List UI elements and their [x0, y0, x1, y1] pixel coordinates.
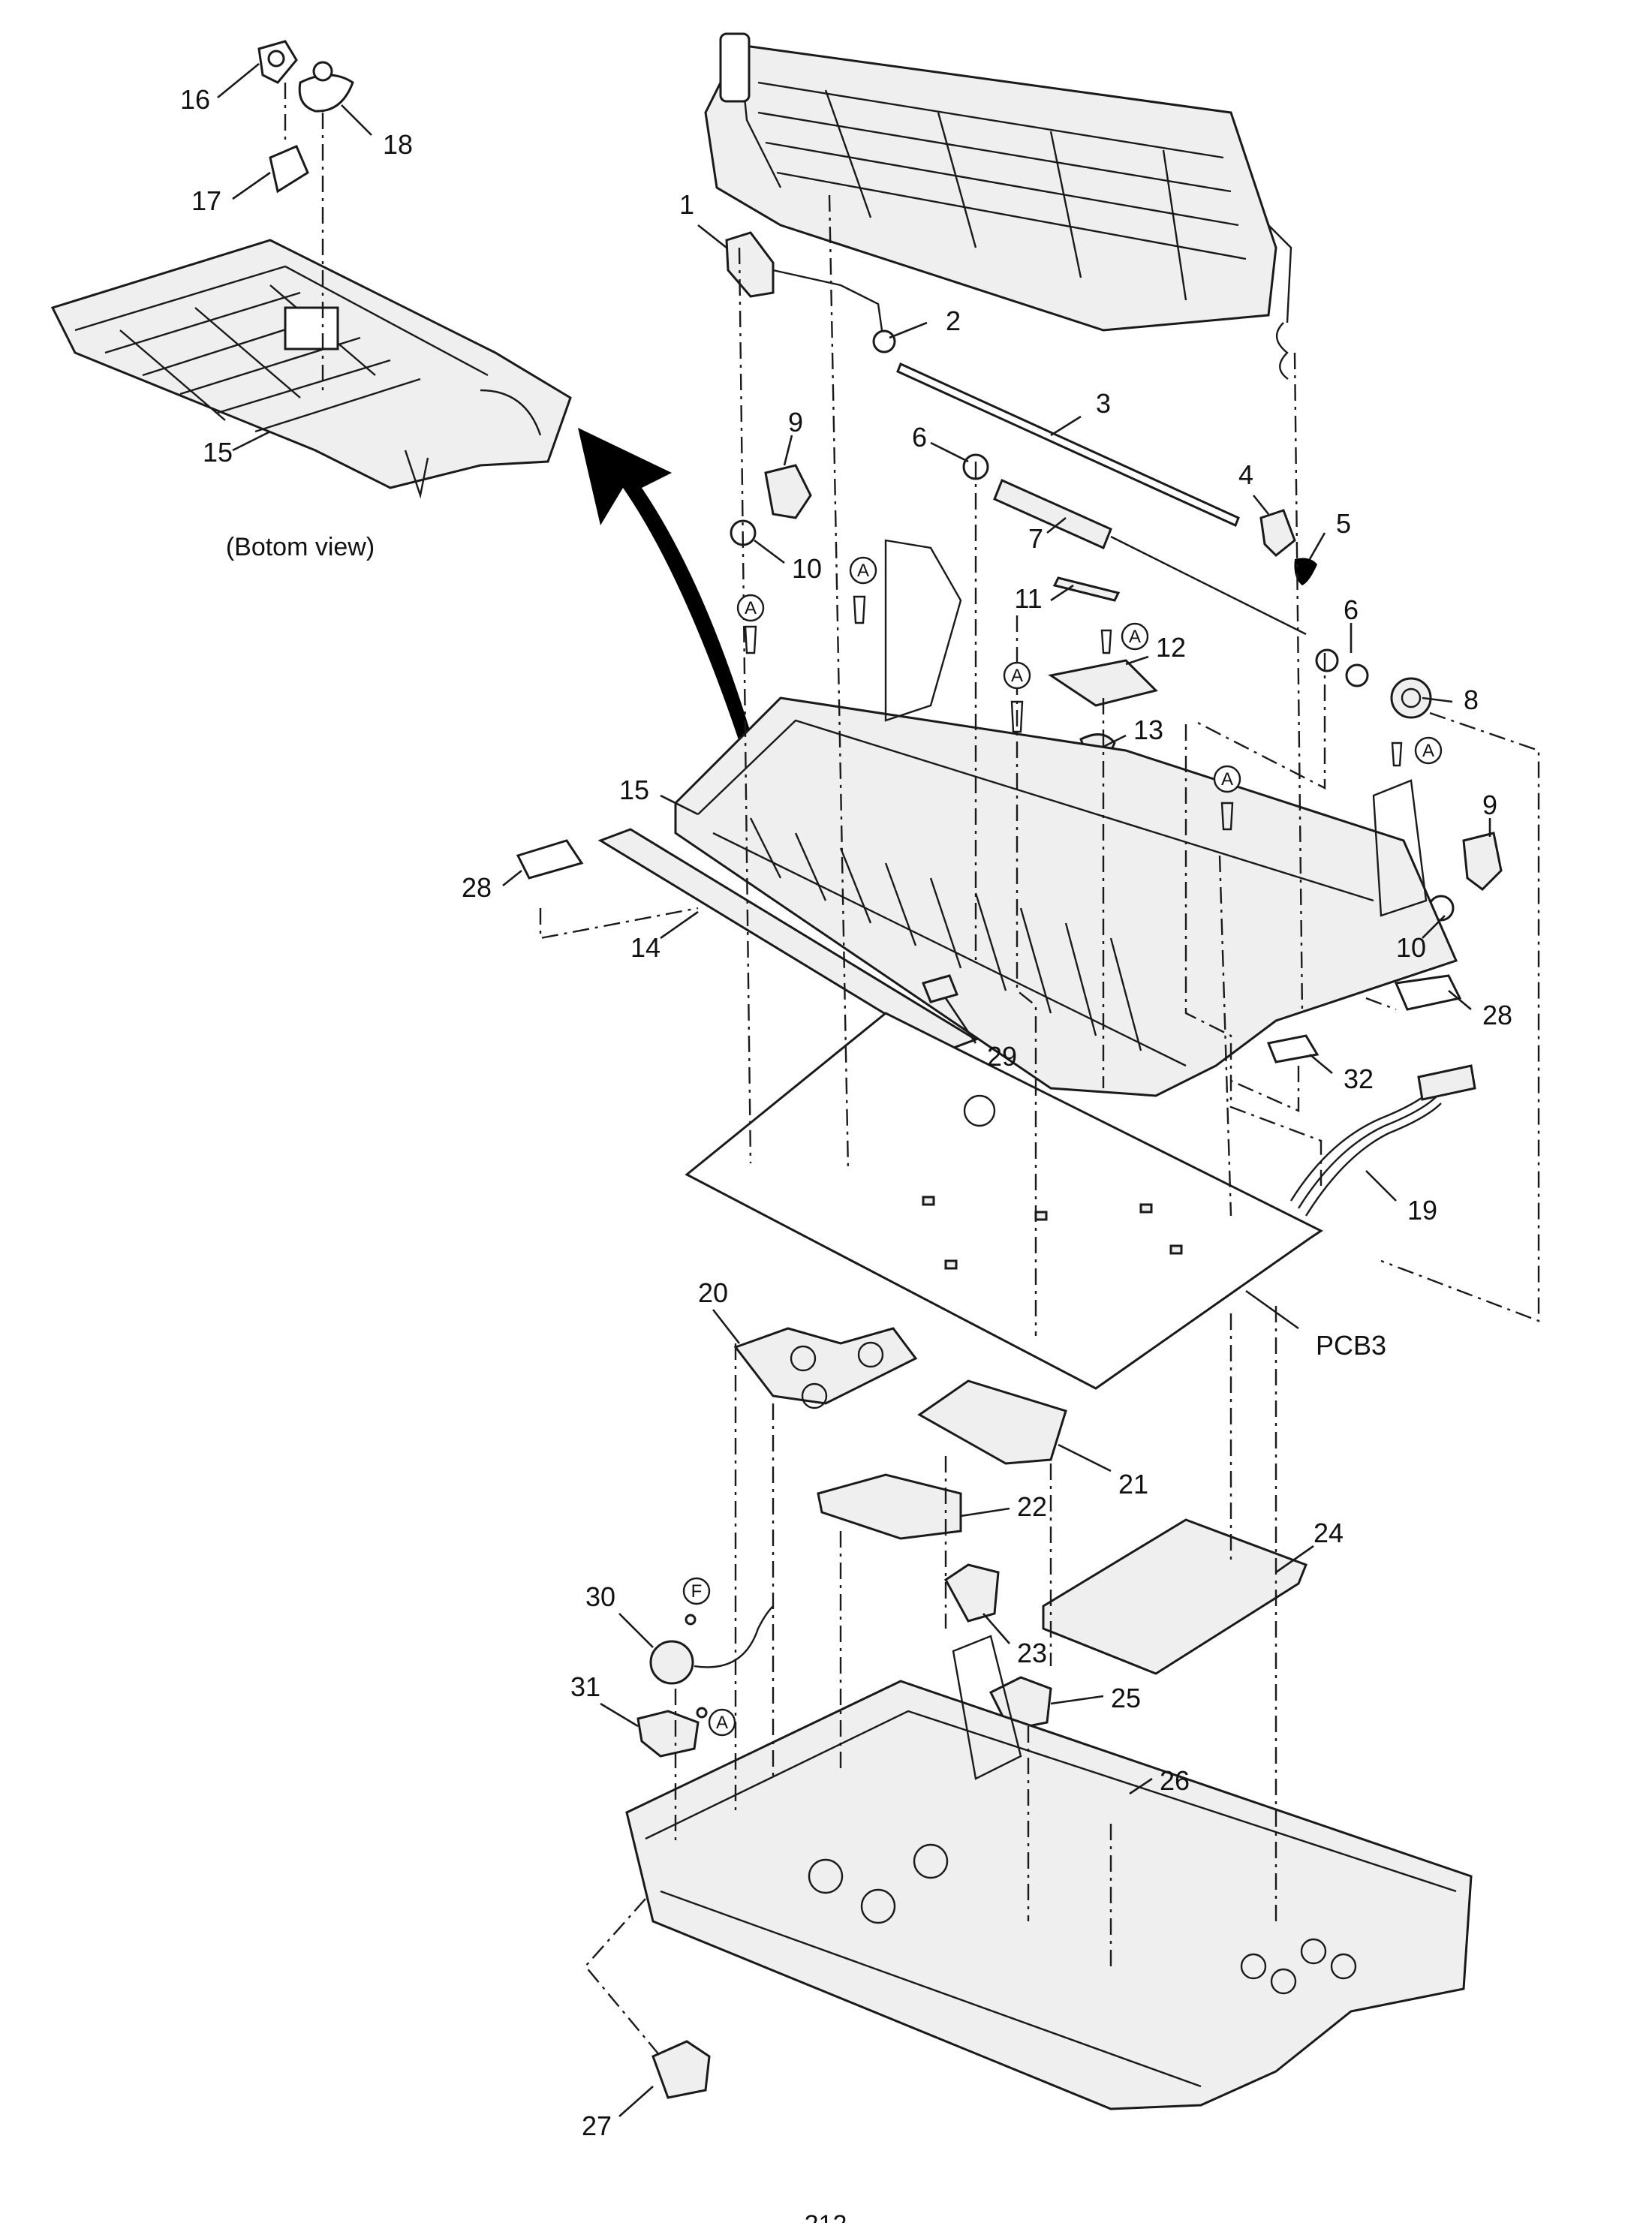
- callout-label: 25: [1111, 1683, 1141, 1713]
- callout-label: 20: [698, 1277, 728, 1308]
- callout-label: 7: [1028, 523, 1043, 554]
- callout-label: 28: [1482, 1000, 1512, 1030]
- part-9-holder-left: [764, 464, 812, 519]
- part-28-label-right: [1394, 974, 1462, 1011]
- part-27-block: [651, 2040, 711, 2099]
- fastener-mark: F: [682, 1577, 711, 1626]
- part-24-tray: [1042, 1518, 1307, 1675]
- fastener-mark: A: [1213, 765, 1241, 831]
- fastener-symbol: A: [1011, 666, 1023, 686]
- part-5-cap: [1294, 558, 1317, 585]
- fastener-mark: A: [849, 556, 877, 624]
- part-22-block: [817, 1473, 962, 1540]
- callout-label: 1: [679, 189, 694, 220]
- callout-label: 15: [203, 437, 233, 468]
- fastener-symbol: F: [691, 1581, 703, 1602]
- part-2-ring: [872, 329, 896, 353]
- base-tray: [625, 1635, 1473, 2110]
- part-32-label: [1266, 1034, 1319, 1063]
- fastener-marks: A A A A A A A: [682, 556, 1443, 1737]
- part-3-shaft: [896, 362, 1240, 528]
- fastener-symbol: A: [745, 598, 757, 618]
- callout-label: 12: [1156, 632, 1186, 663]
- part-29-clip: [921, 974, 959, 1003]
- callout-label: 8: [1464, 684, 1479, 715]
- callout-leaders: [217, 62, 1491, 2117]
- bottom-view-caption: (Botom view): [226, 533, 375, 561]
- part-9-holder-right: [1462, 832, 1503, 891]
- part-23-block: [944, 1563, 1000, 1623]
- fastener-mark: A: [696, 1707, 736, 1737]
- callout-label: 23: [1017, 1638, 1047, 1668]
- callout-label: 6: [1344, 594, 1359, 625]
- callout-label: 27: [582, 2110, 612, 2141]
- callout-label: 5: [1336, 508, 1351, 539]
- fastener-symbol: A: [1129, 627, 1141, 647]
- callout-label: 21: [1118, 1469, 1148, 1500]
- assembly-guide-lines: [284, 83, 1540, 2057]
- callout-label: 28: [462, 872, 492, 903]
- callout-label: 17: [191, 185, 221, 216]
- part-8-gear: [1390, 677, 1432, 719]
- upper-unit-assembly: [704, 32, 1292, 380]
- callout-label: 10: [1396, 932, 1426, 963]
- part-19-cable: [1289, 1064, 1476, 1217]
- fastener-symbol: A: [1221, 769, 1233, 790]
- cam-parts-16-17-18: [257, 40, 354, 194]
- fastener-symbol: A: [857, 561, 869, 581]
- part-31-motor: [636, 1710, 700, 1758]
- fastener-mark: A: [1100, 622, 1149, 654]
- callout-label: 15: [619, 775, 649, 805]
- fastener-symbol: A: [716, 1713, 728, 1733]
- part-14-strip: [597, 828, 979, 1052]
- part-12-arm: [1048, 659, 1158, 707]
- part-7-roller: [993, 478, 1112, 550]
- callout-label: 14: [630, 932, 660, 963]
- fastener-mark: A: [736, 594, 765, 654]
- part-28-label-left: [516, 839, 584, 880]
- callout-label: 16: [180, 84, 210, 115]
- callout-labels: 1 2 3 4 5 6 6 7 8 9 9 10 10 11 12 13 14 …: [180, 84, 1512, 2141]
- callout-label: 24: [1313, 1518, 1344, 1548]
- callout-label: 31: [570, 1671, 600, 1702]
- callout-label: 6: [912, 422, 927, 453]
- callout-label: 2: [946, 305, 961, 336]
- callout-label: 13: [1133, 714, 1163, 745]
- callout-label: 9: [1482, 790, 1497, 820]
- callout-label: 26: [1160, 1765, 1190, 1796]
- callout-label: PCB3: [1316, 1330, 1386, 1361]
- part-11-spring: [1052, 576, 1121, 602]
- page-number: 212: [805, 2210, 847, 2223]
- fastener-mark: A: [1391, 736, 1443, 767]
- pcb3-board: [685, 1012, 1323, 1390]
- tray-bottom-view: [50, 239, 572, 499]
- callout-label: 29: [987, 1041, 1017, 1072]
- callout-label: 18: [383, 129, 413, 160]
- callout-label: 22: [1017, 1491, 1047, 1522]
- callout-label: 3: [1096, 388, 1111, 419]
- part-2-link: [772, 269, 883, 331]
- callout-label: 30: [585, 1581, 615, 1612]
- part-1-bracket: [725, 231, 775, 298]
- callout-label: 32: [1344, 1063, 1374, 1094]
- fastener-mark: A: [1003, 661, 1031, 733]
- part-20-block: [733, 1327, 918, 1405]
- callout-label: 10: [792, 553, 822, 584]
- part-4-lever: [1259, 509, 1296, 558]
- fastener-symbol: A: [1422, 741, 1434, 761]
- callout-label: 19: [1407, 1195, 1437, 1226]
- callout-label: 9: [788, 407, 803, 438]
- part-21-block: [917, 1379, 1067, 1465]
- callout-label: 11: [1014, 583, 1042, 614]
- middle-chassis: [674, 539, 1458, 1097]
- callout-label: 4: [1238, 459, 1253, 490]
- part-30-fan: [649, 1640, 694, 1685]
